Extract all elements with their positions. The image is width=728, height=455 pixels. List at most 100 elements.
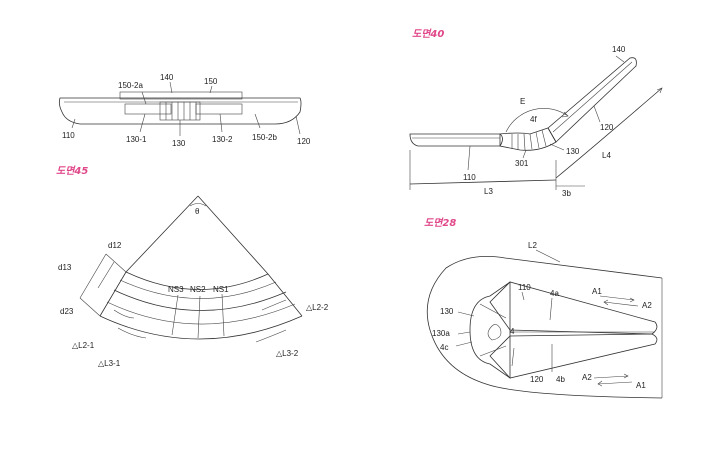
figure-28: 도면28 L2 110 4a A1 [424, 217, 663, 399]
leader-110-fig40 [467, 145, 471, 171]
hinge-fold-lower [479, 345, 507, 357]
sector-left-edge [125, 195, 199, 273]
leader-120 [295, 115, 301, 135]
teardrop-4 [487, 324, 502, 341]
label-130: 130 [172, 139, 186, 148]
leader-130-fig28 [457, 311, 475, 317]
leader-110-fig28 [521, 291, 525, 301]
band-right-edge [267, 273, 303, 317]
leader-130a [457, 331, 471, 335]
arc-inner [125, 271, 269, 290]
label-110: 110 [62, 131, 75, 140]
label-delta-L2-1: △L2-1 [72, 341, 95, 350]
arrows-A1-A2-bottom [593, 373, 633, 387]
label-4c: 4c [440, 343, 448, 352]
label-delta-L3-1: △L3-1 [98, 359, 121, 368]
label-theta: θ [195, 207, 200, 216]
label-140-fig40: 140 [612, 45, 626, 54]
leader-140 [169, 81, 173, 94]
leader-120-fig40 [593, 105, 601, 123]
leader-130-2 [219, 113, 223, 133]
hinge-segments [511, 129, 547, 151]
leader-120-fig28 [511, 347, 515, 367]
leader-150-2a [141, 91, 147, 105]
label-4f: 4f [530, 115, 537, 124]
leader-4c [455, 341, 473, 347]
leader-140-fig40 [615, 55, 625, 63]
label-delta-L3-2: △L3-2 [276, 349, 299, 358]
leader-4a [549, 297, 553, 321]
arrows-A1-A2-top [599, 295, 639, 307]
hinge-130-fig40 [499, 127, 557, 151]
plate-130-1 [124, 103, 172, 115]
panel-120-fig28 [489, 333, 658, 379]
arrow-L4 [656, 87, 663, 94]
figure-45-title: 도면45 [56, 165, 88, 177]
delta-L3-2-mark [255, 329, 287, 343]
label-A1-bottom: A1 [636, 381, 646, 390]
label-130-fig28: 130 [440, 307, 454, 316]
arc-middle [113, 289, 287, 311]
delta-L2-2-mark [261, 299, 287, 311]
figure-40-title: 도면40 [412, 28, 444, 40]
leader-ns2 [197, 295, 201, 339]
label-L3: L3 [484, 187, 493, 196]
label-d23: d23 [60, 307, 74, 316]
hinge-130-fig28 [469, 281, 511, 379]
plate-130-2 [195, 103, 243, 115]
label-4b: 4b [556, 375, 565, 384]
label-A2-bottom: A2 [582, 373, 592, 382]
leader-ns3 [171, 294, 179, 336]
angle-arrow-E [561, 111, 569, 118]
leader-110 [71, 118, 76, 129]
panel-120 [547, 57, 637, 143]
panel-110 [409, 133, 503, 147]
label-A1-top: A1 [592, 287, 602, 296]
dimension-d12-d13-d23 [79, 253, 127, 317]
label-E: E [520, 97, 525, 106]
figure-45: 도면45 θ d12 d13 d23 NS3 NS2 NS1 △L2-1 △L3 [56, 165, 329, 368]
label-301: 301 [515, 159, 529, 168]
label-d13: d13 [58, 263, 72, 272]
theta-arc [189, 203, 207, 207]
label-110-fig28: 110 [518, 283, 531, 292]
band-left-edge [99, 271, 127, 317]
label-120-fig28: 120 [530, 375, 544, 384]
label-L4: L4 [602, 151, 611, 160]
leader-150 [209, 85, 213, 94]
hinge-fold-upper [479, 303, 507, 319]
label-ns2: NS2 [190, 285, 206, 294]
layer-140 [119, 91, 243, 100]
delta-L2-1-mark [113, 309, 135, 319]
label-L2: L2 [528, 241, 537, 250]
leader-130-1 [139, 113, 146, 133]
figure-28-title: 도면28 [424, 217, 456, 229]
hinge-130 [159, 101, 201, 121]
leader-130-fig40 [549, 143, 565, 151]
angle-arc-E [505, 108, 569, 133]
label-delta-L2-2: △L2-2 [306, 303, 329, 312]
figure-40: 도면40 140 E 4f 120 130 301 110 [409, 28, 663, 198]
label-ns3: NS3 [168, 285, 184, 294]
delta-L3-1-mark [117, 327, 147, 339]
label-d12: d12 [108, 241, 122, 250]
leader-ns1 [221, 293, 225, 337]
label-120-fig40: 120 [600, 123, 614, 132]
length-L4-line [555, 87, 663, 179]
label-4: 4 [510, 327, 515, 336]
figure-cross-section: 150-2a 140 150 110 130-1 130 130-2 150-2… [58, 73, 311, 148]
neutral-line-ns3 [119, 279, 277, 299]
label-3b: 3b [562, 189, 571, 198]
label-130-1: 130-1 [126, 135, 147, 144]
leader-301 [522, 149, 527, 159]
leader-150-2b [254, 113, 261, 129]
label-110-fig40: 110 [463, 173, 476, 182]
label-150-2b: 150-2b [252, 133, 277, 142]
sector-right-edge [197, 195, 269, 275]
label-120: 120 [297, 137, 311, 146]
label-A2-top: A2 [642, 301, 652, 310]
label-ns1: NS1 [213, 285, 229, 294]
label-4a: 4a [550, 289, 559, 298]
outer-loop-L2 [426, 255, 663, 399]
